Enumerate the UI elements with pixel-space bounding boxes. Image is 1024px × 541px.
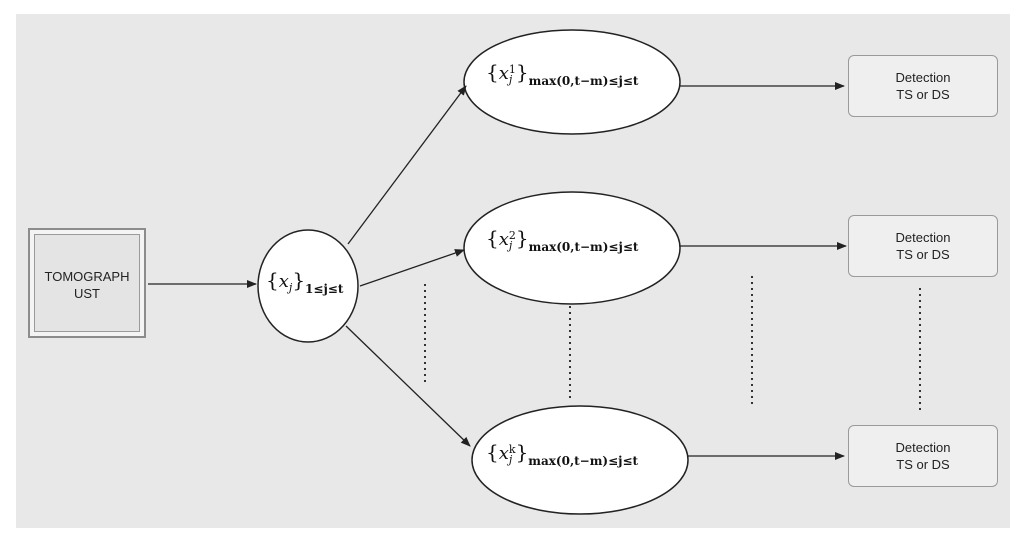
window-node-1-sup: 1 bbox=[508, 62, 516, 76]
window-node-2-range: max(0,t−m)≤j≤t bbox=[528, 240, 639, 254]
tomograph-ust-box: TOMOGRAPH UST bbox=[28, 228, 146, 338]
detector-box-1: Detection TS or DS bbox=[848, 55, 998, 117]
window-node-k-range: max(0,t−m)≤j≤t bbox=[528, 454, 639, 468]
window-node-2-sup: 2 bbox=[508, 228, 516, 242]
source-line-1: TOMOGRAPH bbox=[44, 269, 130, 284]
window-node-1-range: max(0,t−m)≤j≤t bbox=[528, 74, 639, 88]
detector-2-line-1: Detection bbox=[895, 230, 951, 245]
window-node-1-sub: j bbox=[508, 72, 513, 86]
window-node-k-var: x bbox=[498, 443, 509, 464]
arrow-center-to-window-1 bbox=[347, 85, 467, 245]
window-node-2-sub: j bbox=[508, 238, 513, 252]
window-node-1-var: x bbox=[498, 63, 509, 84]
center-node-label: {xj}1≤j≤t bbox=[266, 268, 344, 296]
window-node-k-sup: k bbox=[508, 442, 516, 456]
detector-k-line-1: Detection bbox=[895, 440, 951, 455]
center-node-range: 1≤j≤t bbox=[305, 282, 344, 296]
detector-1-line-1: Detection bbox=[895, 70, 951, 85]
arrow-center-to-window-k bbox=[345, 325, 471, 447]
center-node-var: x bbox=[278, 271, 289, 292]
window-node-1-shape bbox=[463, 29, 681, 135]
tomograph-ust-label: TOMOGRAPH UST bbox=[30, 268, 144, 302]
center-node-sub: j bbox=[288, 281, 293, 295]
window-node-2-var: x bbox=[498, 229, 509, 250]
center-node-shape bbox=[257, 229, 359, 343]
window-node-k-shape bbox=[471, 405, 689, 515]
window-node-k-sub: j bbox=[508, 452, 513, 466]
detector-k-line-2: TS or DS bbox=[896, 457, 950, 472]
detector-2-line-2: TS or DS bbox=[896, 247, 950, 262]
arrow-center-to-window-2 bbox=[359, 249, 465, 287]
detector-1-line-2: TS or DS bbox=[896, 87, 950, 102]
window-node-2-shape bbox=[463, 191, 681, 305]
source-line-2: UST bbox=[74, 286, 100, 301]
detector-box-k: Detection TS or DS bbox=[848, 425, 998, 487]
detector-box-2: Detection TS or DS bbox=[848, 215, 998, 277]
